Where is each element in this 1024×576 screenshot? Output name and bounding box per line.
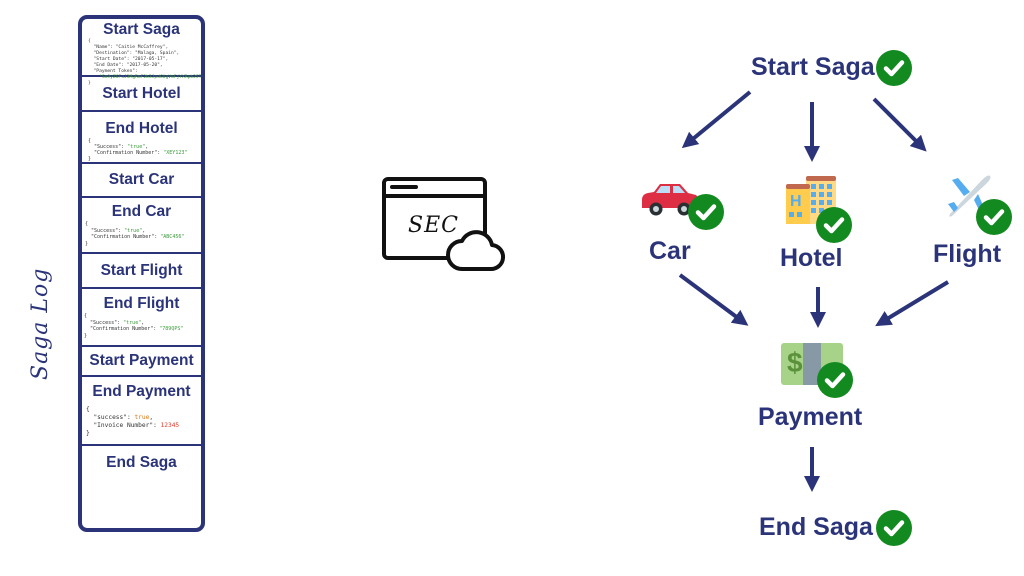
node-car-label: Car bbox=[649, 237, 691, 265]
check-icon bbox=[817, 362, 853, 398]
node-start-saga-label: Start Saga bbox=[751, 53, 875, 81]
check-icon bbox=[876, 510, 912, 546]
log-entry-start-payment: Start Payment bbox=[82, 347, 201, 377]
log-entry-end-payment: End Payment { "success": true, "Invoice … bbox=[82, 377, 201, 446]
saga-log-label: Saga Log bbox=[28, 267, 53, 380]
log-entry-title: Start Hotel bbox=[102, 85, 181, 102]
log-entry-title: Start Saga bbox=[103, 21, 180, 38]
arrow-start-to-flight bbox=[872, 97, 927, 152]
arrow-flight-to-payment bbox=[875, 280, 950, 327]
log-entry-title: End Hotel bbox=[105, 120, 178, 137]
log-entry-end-saga: End Saga bbox=[82, 446, 201, 528]
saga-log: Start Saga { "Name": "Caitie McCaffrey",… bbox=[78, 15, 205, 532]
log-entry-start-saga: Start Saga { "Name": "Caitie McCaffrey",… bbox=[82, 19, 201, 86]
log-entry-title: Start Payment bbox=[89, 352, 194, 369]
node-hotel-label: Hotel bbox=[780, 244, 843, 272]
log-entry-title: End Payment bbox=[92, 383, 191, 400]
sec-coordinator-icon: SEC bbox=[380, 175, 506, 275]
log-entry-end-car: End Car { "Success": "true", "Confirmati… bbox=[82, 198, 201, 254]
arrow-car-to-payment bbox=[678, 273, 749, 326]
car-icon bbox=[640, 182, 700, 218]
node-end-saga-label: End Saga bbox=[759, 513, 873, 541]
check-icon bbox=[688, 194, 724, 230]
log-entry-start-car: Start Car bbox=[82, 164, 201, 198]
node-flight-label: Flight bbox=[933, 240, 1002, 268]
log-entry-end-flight: End Flight { "Success": "true", "Confirm… bbox=[82, 289, 201, 347]
log-entry-payload: { "Success": "true", "Confirmation Numbe… bbox=[88, 138, 188, 162]
log-entry-title: Start Car bbox=[108, 171, 175, 188]
log-entry-payload: { "success": true, "Invoice Number": 123… bbox=[86, 406, 180, 437]
check-icon bbox=[876, 50, 912, 86]
log-entry-title: End Car bbox=[111, 203, 172, 220]
log-entry-start-flight: Start Flight bbox=[82, 254, 201, 289]
log-entry-end-hotel: End Hotel { "Success": "true", "Confirma… bbox=[82, 112, 201, 164]
log-entry-start-hotel: Start Hotel bbox=[82, 77, 201, 112]
log-entry-payload: { "Success": "true", "Confirmation Numbe… bbox=[85, 221, 185, 247]
check-icon bbox=[816, 207, 852, 243]
currency-symbol: $ bbox=[787, 347, 803, 378]
log-entry-payload: { "Success": "true", "Confirmation Numbe… bbox=[84, 313, 184, 339]
node-payment-label: Payment bbox=[758, 403, 863, 431]
log-entry-title: Start Flight bbox=[100, 262, 183, 279]
svg-text:H: H bbox=[790, 193, 802, 210]
log-entry-title: End Saga bbox=[106, 454, 177, 471]
arrow-start-to-car bbox=[681, 90, 752, 149]
log-entry-payload: { "Name": "Caitie McCaffrey", "Destinati… bbox=[88, 39, 205, 86]
sec-label: SEC bbox=[408, 213, 459, 238]
log-entry-title: End Flight bbox=[103, 295, 180, 312]
check-icon bbox=[976, 199, 1012, 235]
